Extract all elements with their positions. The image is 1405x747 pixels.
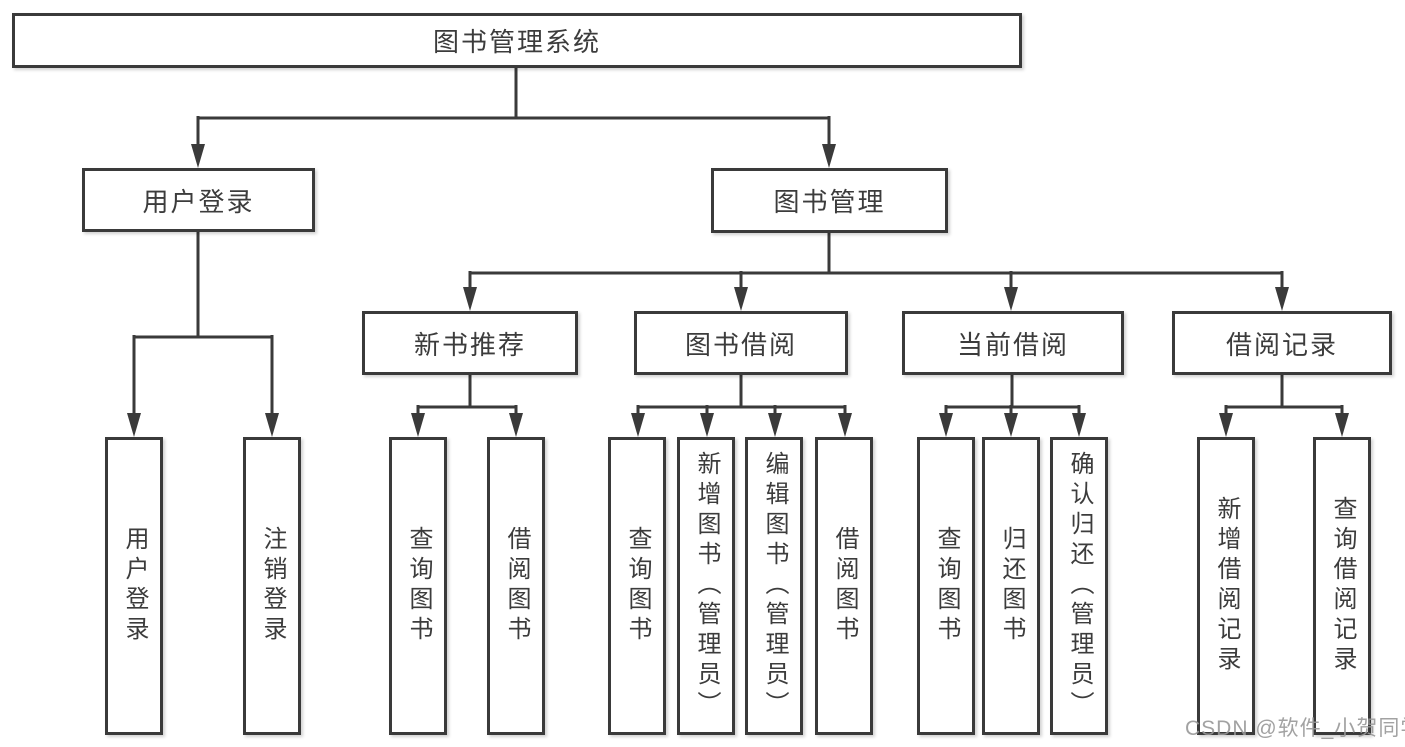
node-leaf-current-query-books: 查询图书 [917,437,975,735]
node-leaf-recommend-borrow-books: 借阅图书 [487,437,545,735]
node-book-management-branch: 图书管理 [711,168,948,233]
node-label: 注销登录 [259,526,286,646]
node-leaf-borrowing-add-books-admin: 新增图书（管理员） [677,437,735,735]
node-library-management-system: 图书管理系统 [12,13,1022,68]
node-label: 当前借阅 [956,329,1069,360]
node-book-borrowing: 图书借阅 [634,311,848,375]
node-leaf-records-query-record: 查询借阅记录 [1313,437,1371,735]
node-label: 查询图书 [405,526,432,646]
node-leaf-user-login: 用户登录 [105,437,163,735]
node-label: 确认归还（管理员） [1066,451,1093,721]
node-leaf-current-confirm-return-admin: 确认归还（管理员） [1050,437,1108,735]
node-label: 用户登录 [142,186,255,217]
node-label: 新增借阅记录 [1213,496,1240,676]
node-label: 归还图书 [998,526,1025,646]
node-label: 图书借阅 [684,329,797,360]
node-label: 新书推荐 [413,329,526,360]
node-label: 新增图书（管理员） [693,451,720,721]
node-leaf-borrowing-query-books: 查询图书 [608,437,666,735]
node-new-book-recommend: 新书推荐 [362,311,578,375]
csdn-watermark: CSDN @软件_小贺同学 [1185,717,1405,740]
node-leaf-records-add-record: 新增借阅记录 [1197,437,1255,735]
node-leaf-current-return-books: 归还图书 [982,437,1040,735]
node-leaf-logout: 注销登录 [243,437,301,735]
node-label: 借阅记录 [1225,329,1338,360]
node-label: 借阅图书 [503,526,530,646]
node-leaf-recommend-query-books: 查询图书 [389,437,447,735]
node-label: 借阅图书 [831,526,858,646]
node-label: 图书管理系统 [432,27,601,57]
node-label: 编辑图书（管理员） [761,451,788,721]
node-leaf-borrowing-edit-books-admin: 编辑图书（管理员） [745,437,803,735]
node-borrowing-records: 借阅记录 [1172,311,1392,375]
node-label: 查询图书 [933,526,960,646]
node-user-login-branch: 用户登录 [82,168,315,232]
node-label: 查询借阅记录 [1329,496,1356,676]
node-label: 图书管理 [773,187,886,217]
node-leaf-borrowing-borrow-books: 借阅图书 [815,437,873,735]
node-label: 查询图书 [624,526,651,646]
node-current-borrowing: 当前借阅 [902,311,1124,375]
node-label: 用户登录 [121,526,148,646]
